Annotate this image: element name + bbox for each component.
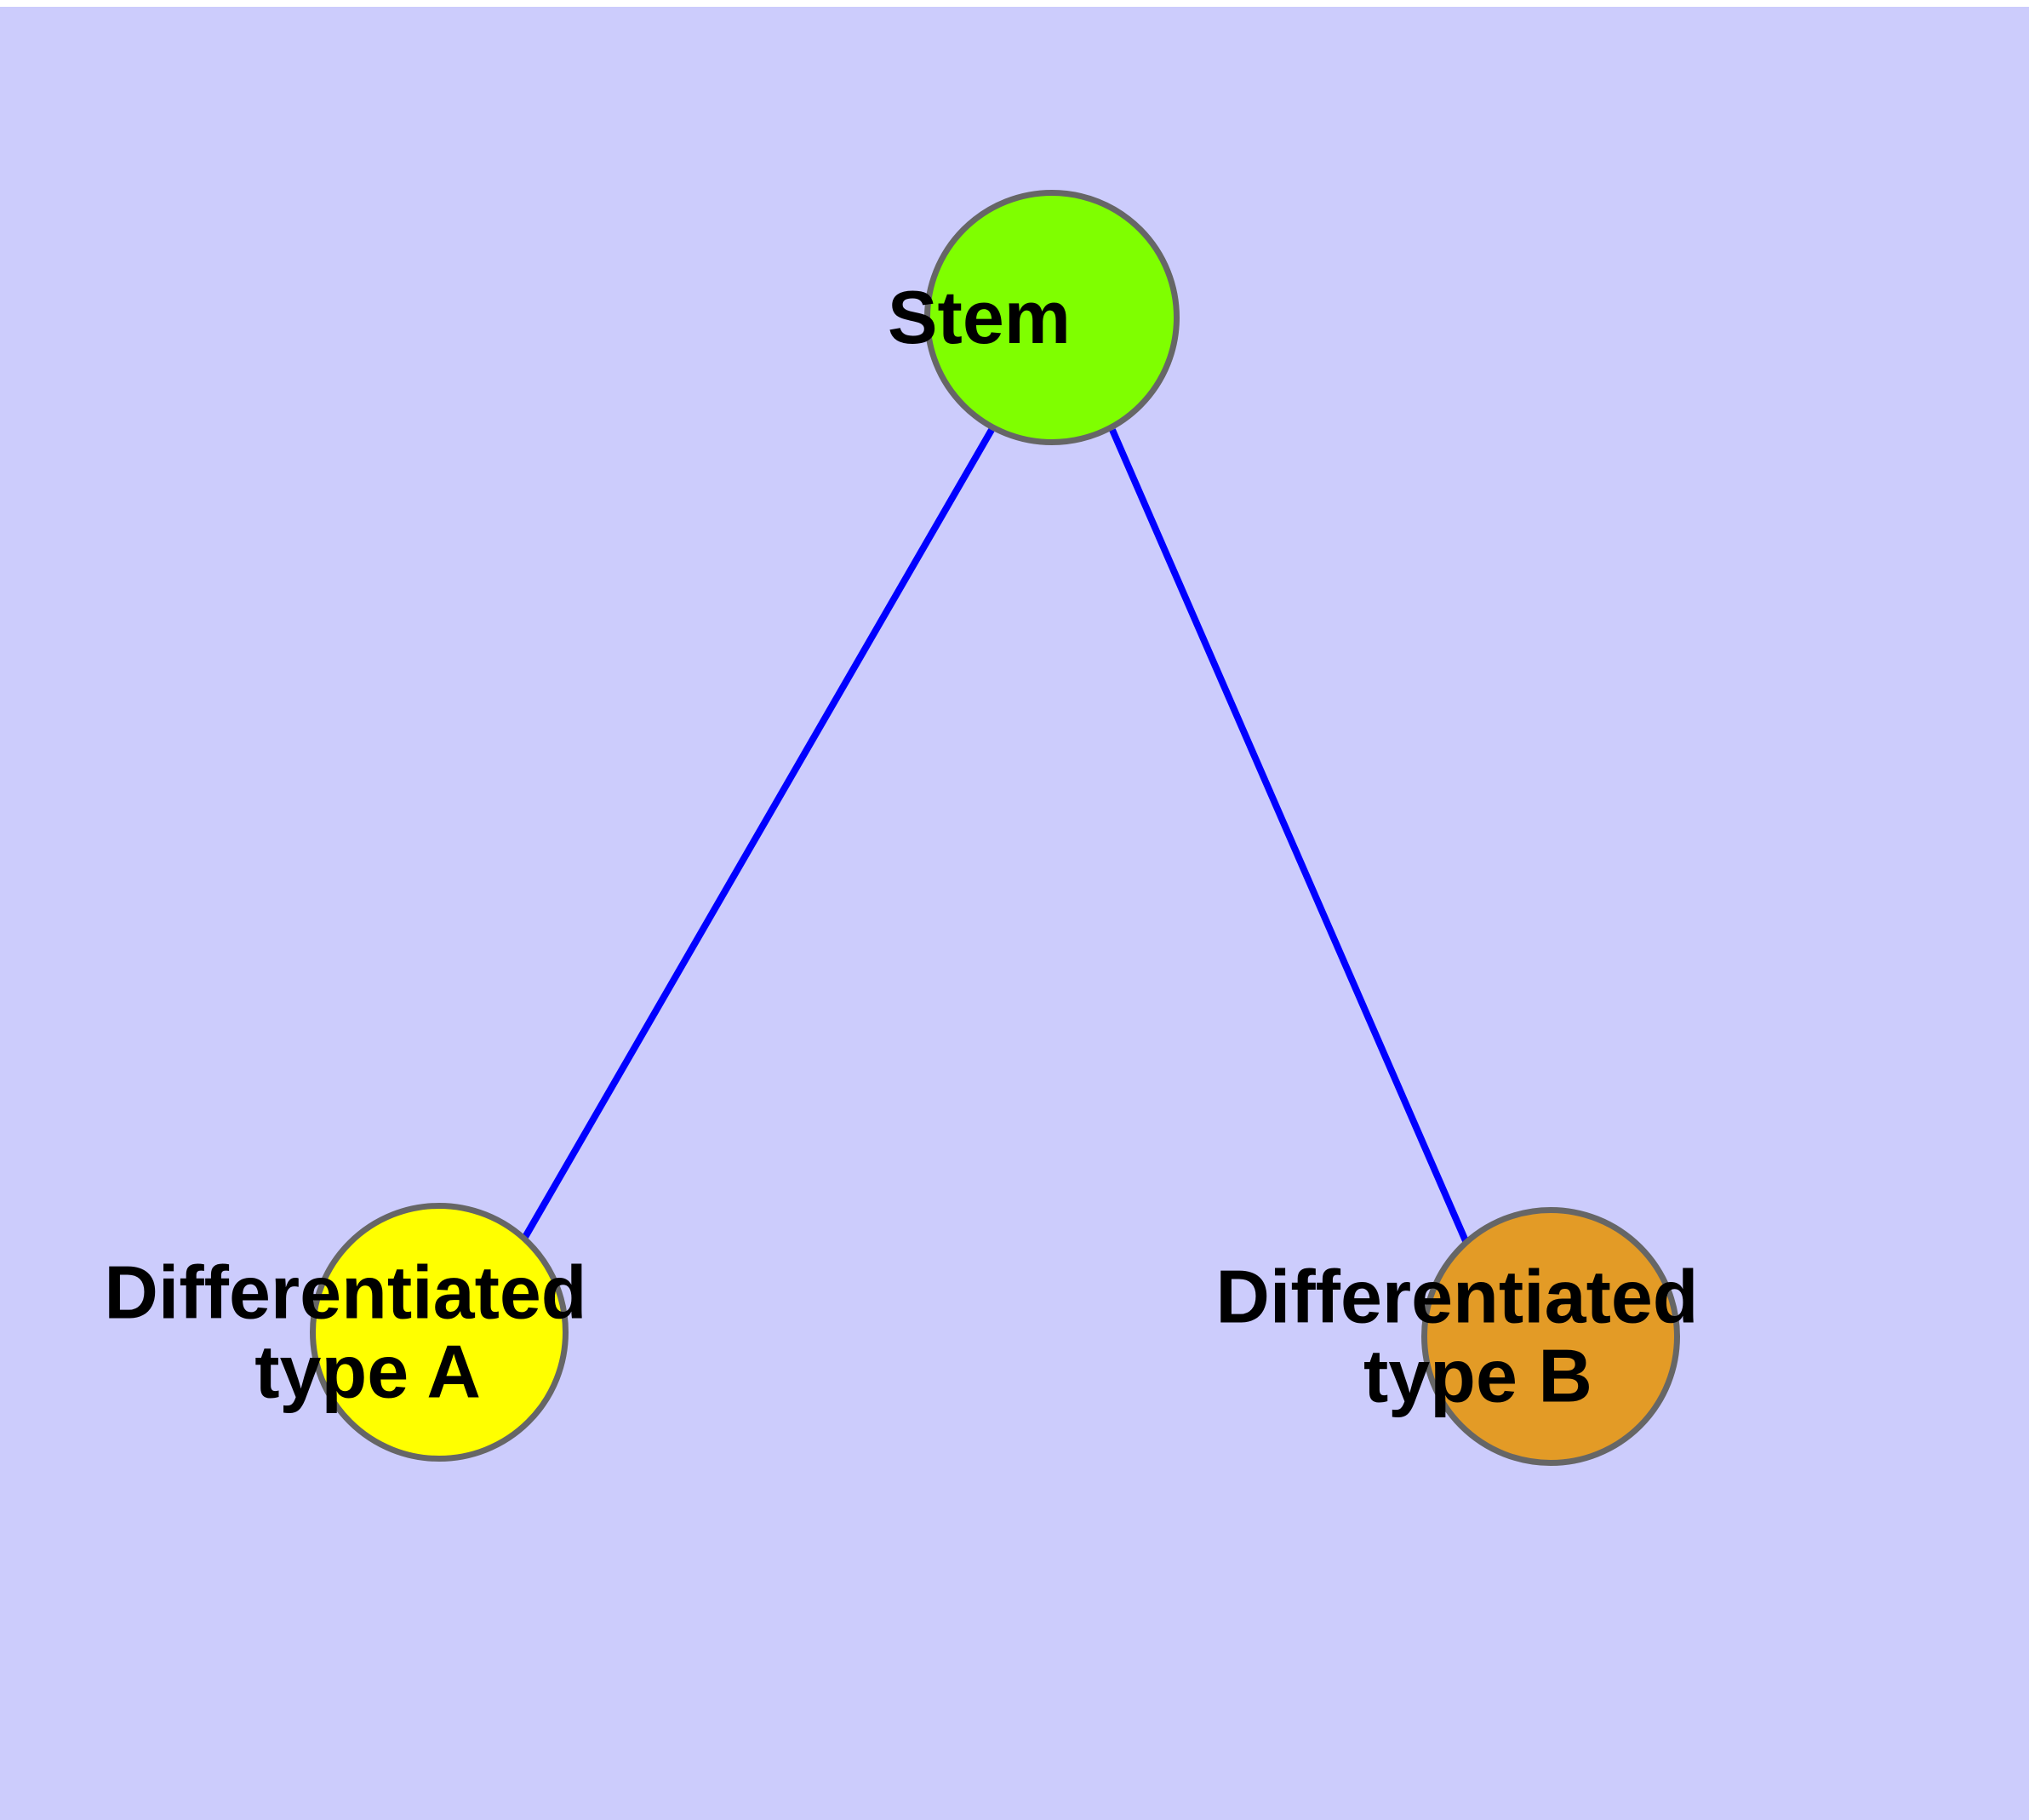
node-stem[interactable] bbox=[924, 190, 1180, 445]
edge-stem-to-differentiated-type-a[interactable] bbox=[521, 427, 995, 1241]
node-label-stem-line-1: Stem bbox=[888, 275, 1071, 359]
node-label-stem: Stem bbox=[0, 0, 1216, 359]
node-label-differentiated-type-a-line-2: type A bbox=[254, 1330, 479, 1414]
edge-layer bbox=[521, 427, 1470, 1245]
node-layer bbox=[310, 190, 1680, 1466]
node-label-differentiated-type-b: Differentiated type B bbox=[1215, 1254, 1698, 1418]
node-differentiated-type-a[interactable] bbox=[310, 1203, 569, 1462]
node-label-differentiated-type-b-line-2: type B bbox=[1363, 1334, 1592, 1418]
node-label-differentiated-type-a: Differentiated type A bbox=[0, 0, 774, 1414]
node-label-differentiated-type-b-line-1: Differentiated bbox=[1215, 1254, 1698, 1338]
node-label-differentiated-type-a-line-1: Differentiated bbox=[104, 1250, 586, 1334]
label-layer: Stem Differentiated type A Differentiate… bbox=[0, 0, 1698, 1418]
node-differentiated-type-b[interactable] bbox=[1421, 1207, 1680, 1466]
edge-stem-to-differentiated-type-b[interactable] bbox=[1109, 428, 1470, 1245]
